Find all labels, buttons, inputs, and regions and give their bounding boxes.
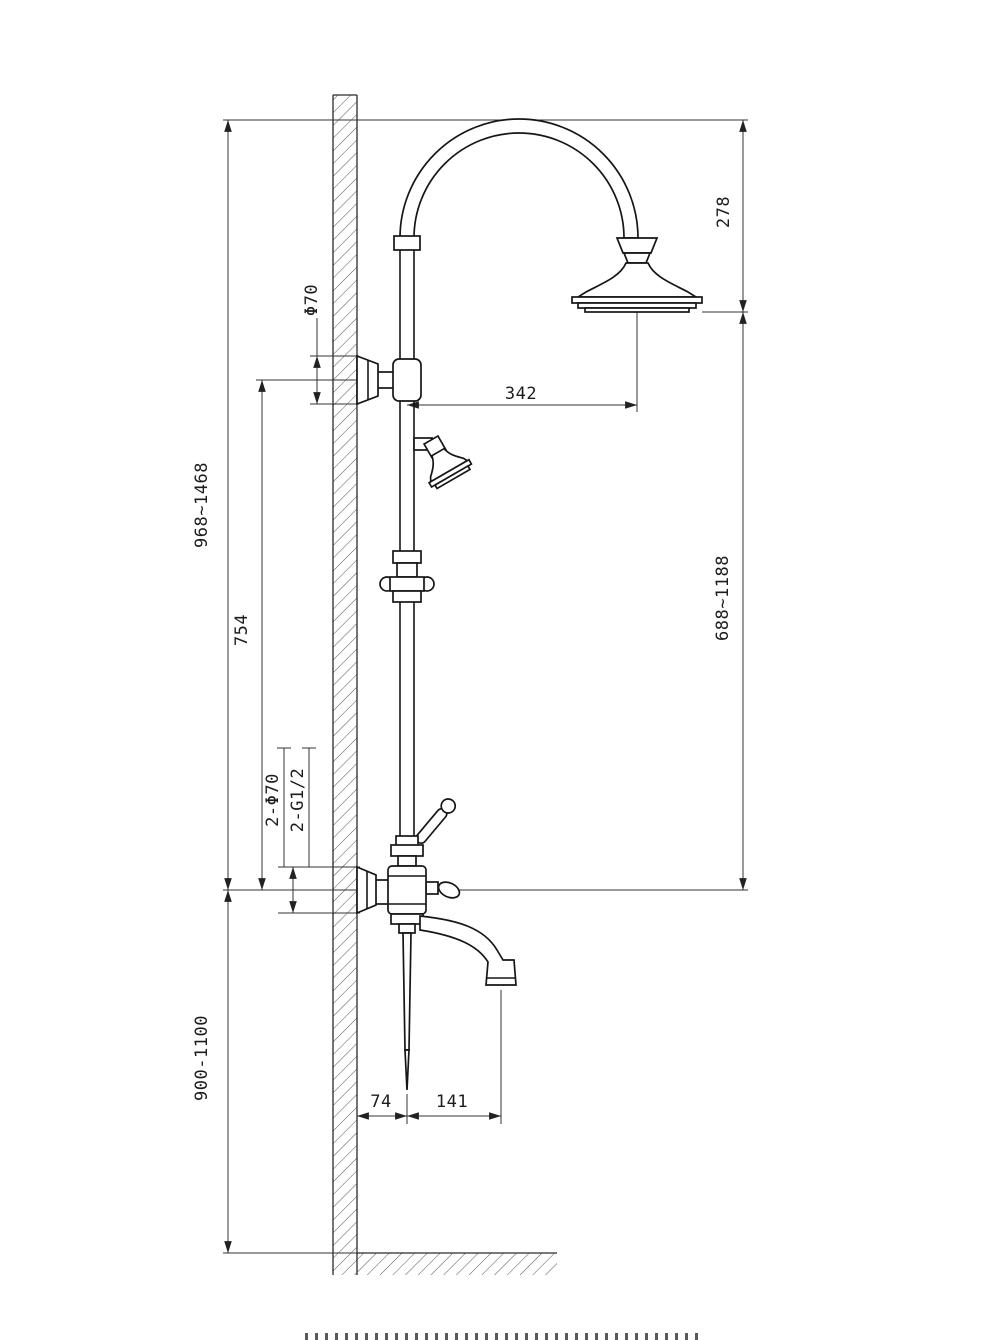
dim-label-head-to-mixer: 688~1188 bbox=[713, 555, 733, 641]
mixer-valve bbox=[356, 844, 461, 925]
cropped-print-marks bbox=[305, 1333, 705, 1340]
dim-label-head-offset: 278 bbox=[714, 196, 734, 228]
tub-spout bbox=[419, 915, 517, 986]
dim-label-spout-reach: 141 bbox=[436, 1092, 468, 1112]
dim-label-bracket-to-mixer: 754 bbox=[232, 614, 252, 646]
dim-label-arm-reach: 342 bbox=[505, 384, 537, 404]
valve-body bbox=[387, 865, 427, 915]
dim-label-mixer-height: 900-1100 bbox=[192, 1015, 212, 1101]
hand-shower-wand bbox=[398, 923, 416, 1091]
shower-column-fixture bbox=[356, 118, 703, 1091]
wall-hatch bbox=[333, 95, 357, 1275]
valve-handle bbox=[437, 881, 461, 899]
wall-section bbox=[332, 94, 358, 1275]
dim-label-wall-threads: 2-G1/2 bbox=[288, 768, 308, 832]
valve-handle-stem bbox=[425, 881, 439, 895]
diverter-lever bbox=[395, 798, 457, 850]
extension-lines bbox=[223, 119, 748, 1254]
dimension-labels: Φ70 278 342 968~1468 754 688~1188 2-Φ70 … bbox=[192, 196, 734, 1112]
hand-shower-head bbox=[413, 434, 473, 490]
floor-hatch bbox=[357, 1253, 557, 1275]
dim-label-wall-offset: 74 bbox=[370, 1092, 391, 1112]
dim-label-riser-flange: Φ70 bbox=[302, 284, 322, 316]
slider-union bbox=[379, 550, 435, 603]
dim-label-overall-height: 968~1468 bbox=[192, 462, 212, 548]
rain-shower-head bbox=[571, 237, 703, 313]
dim-label-wall-flanges: 2-Φ70 bbox=[263, 773, 283, 827]
gooseneck-arm bbox=[393, 118, 639, 251]
wall-bracket bbox=[356, 354, 422, 406]
floor-section bbox=[357, 1252, 557, 1275]
dimension-lines bbox=[224, 120, 747, 1253]
